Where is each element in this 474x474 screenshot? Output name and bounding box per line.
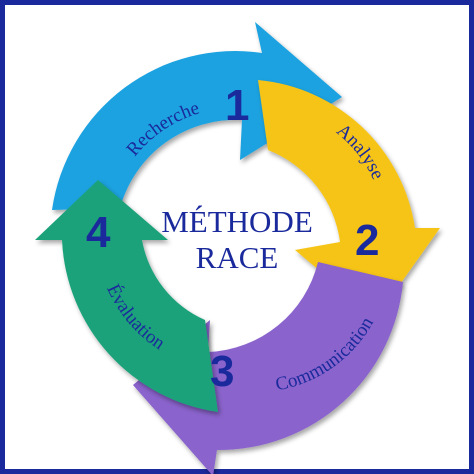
step-1-arrow — [52, 22, 342, 210]
step-2-arrow — [258, 80, 440, 318]
step-3-number: 3 — [210, 347, 234, 396]
title-line-2: RACE — [196, 240, 279, 275]
title-line-1: MÉTHODE — [161, 204, 313, 239]
step-4-number: 4 — [86, 208, 111, 257]
step-2-number: 2 — [355, 216, 379, 265]
step-3-arrow — [133, 262, 403, 474]
step-4-arrow — [35, 180, 218, 412]
step-1-number: 1 — [225, 81, 249, 130]
